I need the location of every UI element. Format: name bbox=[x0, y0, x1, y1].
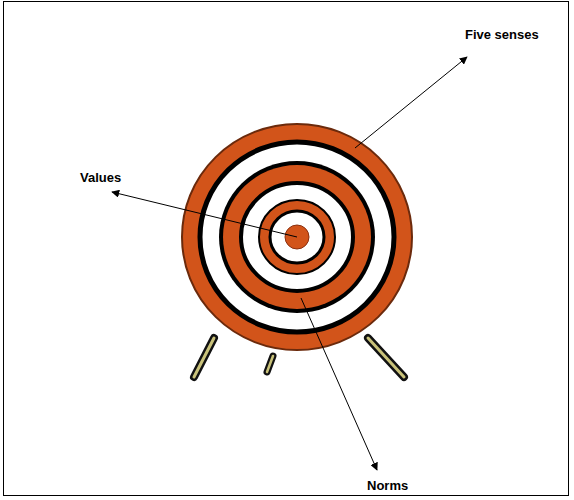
ring-label: Five senses bbox=[465, 27, 539, 43]
ring-label: Values bbox=[80, 170, 121, 186]
leader-arrows bbox=[112, 57, 467, 470]
ring-label: Norms bbox=[367, 478, 408, 494]
